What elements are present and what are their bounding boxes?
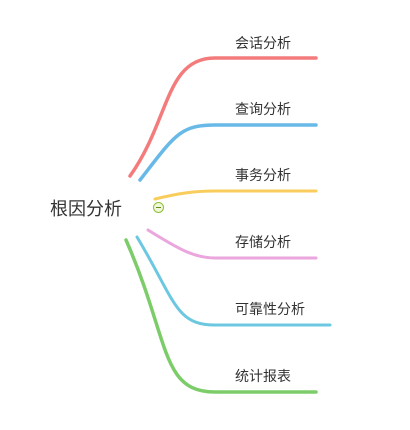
branch-connector-query (138, 123, 318, 182)
branch-topic-reliability[interactable]: 可靠性分析 (235, 302, 305, 318)
branch-connector-transaction (153, 189, 318, 201)
branch-connector-session (128, 56, 318, 178)
branch-topic-storage[interactable]: 存储分析 (235, 235, 291, 251)
branch-topic-transaction[interactable]: 事务分析 (235, 168, 291, 184)
branch-connector-storage (146, 228, 318, 260)
branch-connector-reliability (135, 235, 332, 327)
branch-topic-session[interactable]: 会话分析 (235, 36, 291, 52)
root-topic[interactable]: 根因分析 (50, 199, 122, 220)
collapse-minus-icon[interactable] (153, 202, 164, 213)
branch-topic-query[interactable]: 查询分析 (235, 102, 291, 118)
branch-topic-stats[interactable]: 统计报表 (235, 369, 291, 385)
branch-connector-stats (124, 238, 318, 394)
